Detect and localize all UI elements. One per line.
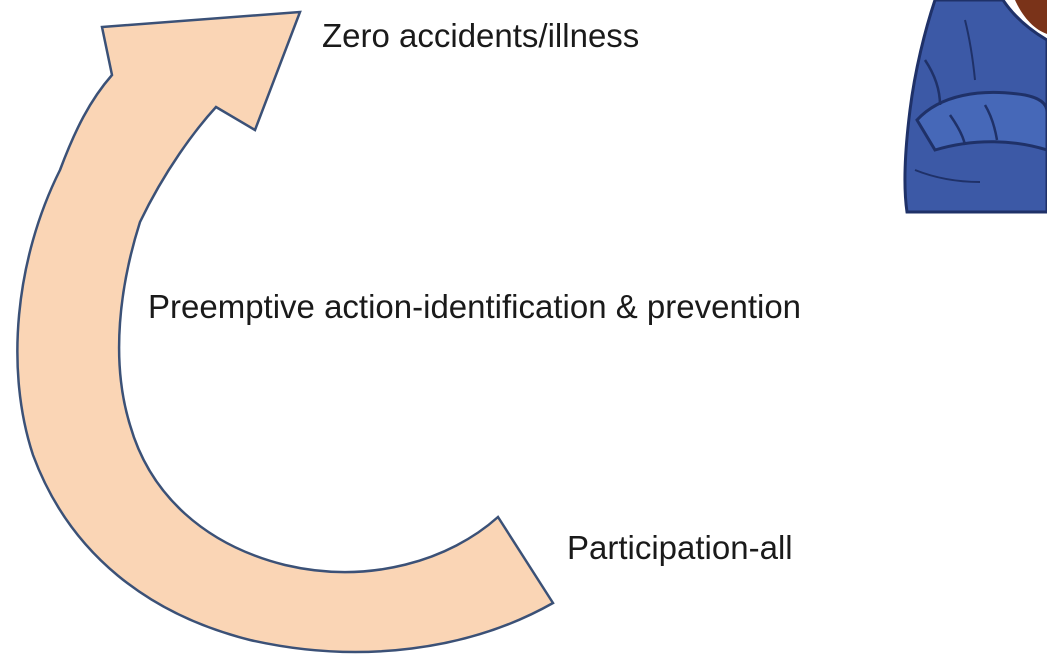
cycle-step-preemptive-action: Preemptive action-identification & preve… xyxy=(148,288,802,325)
person-arms-crossed-icon xyxy=(903,0,1047,214)
cycle-step-zero-accidents: Zero accidents/illness xyxy=(322,17,640,54)
cycle-arrow-body xyxy=(16,10,555,654)
cycle-step-participation: Participation-all xyxy=(567,529,793,566)
